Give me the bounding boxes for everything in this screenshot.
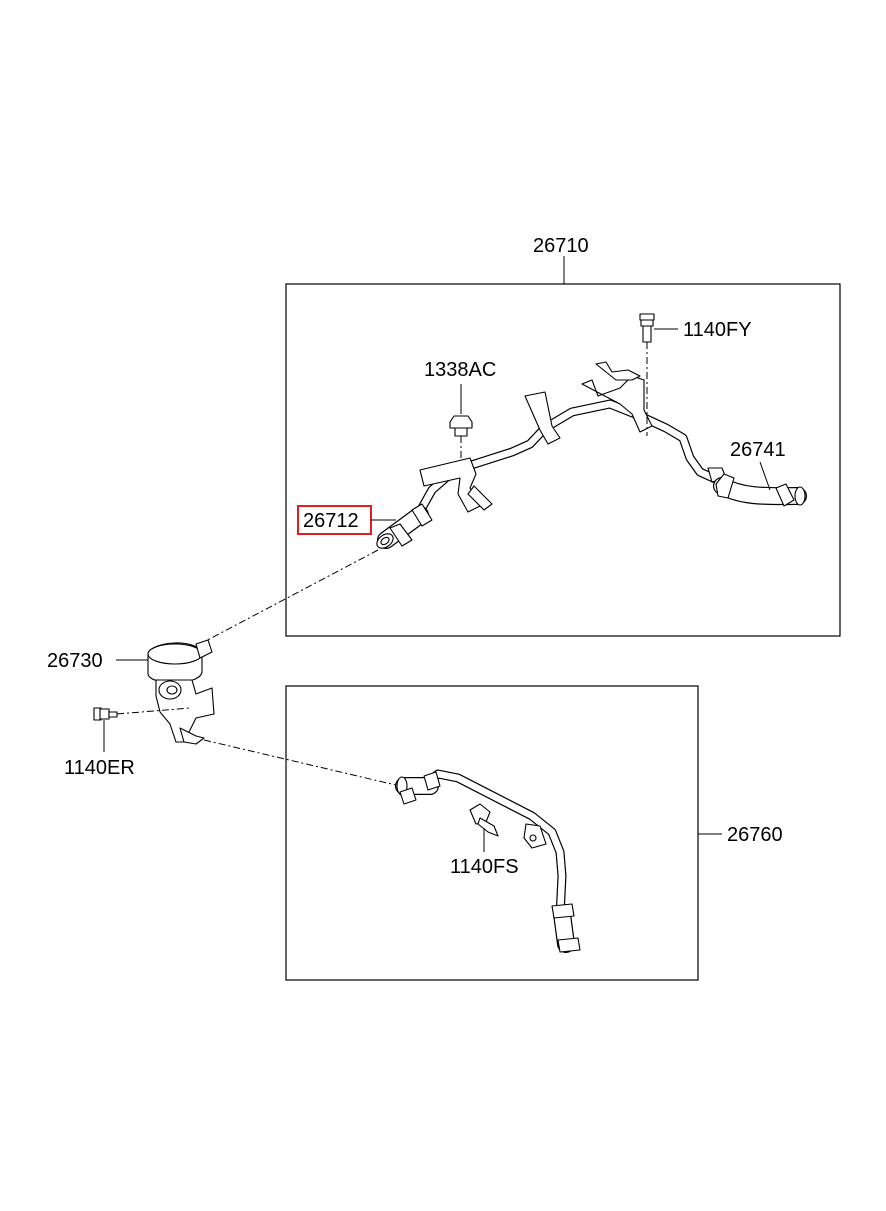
callout-1140FS[interactable]: 1140FS <box>450 856 519 878</box>
hose-26741[interactable] <box>713 473 807 507</box>
callout-26741[interactable]: 26741 <box>730 439 786 461</box>
hose-26712[interactable] <box>374 503 433 551</box>
assembly-box-26760 <box>285 685 699 981</box>
bolt-1140FY[interactable] <box>639 313 655 343</box>
assembly-box-26710 <box>285 283 841 637</box>
callout-1338AC[interactable]: 1338AC <box>424 359 496 381</box>
callout-26730[interactable]: 26730 <box>47 650 103 672</box>
pipe-bracket-middle <box>524 391 561 445</box>
bolt-1140ER[interactable] <box>93 707 118 721</box>
bolt-1140FS[interactable] <box>469 803 499 837</box>
pipe-26760[interactable] <box>395 769 581 953</box>
nut-1338AC[interactable] <box>449 415 473 437</box>
callout-1140ER[interactable]: 1140ER <box>64 757 135 779</box>
callout-26712[interactable]: 26712 <box>303 510 359 532</box>
callout-26760[interactable]: 26760 <box>727 824 783 846</box>
callout-1140FY[interactable]: 1140FY <box>683 319 752 341</box>
pipe-bracket-left <box>419 457 493 513</box>
pcv-valve-26730[interactable] <box>147 639 215 745</box>
callout-26710[interactable]: 26710 <box>533 235 589 257</box>
pipe-bracket-right <box>581 361 727 483</box>
